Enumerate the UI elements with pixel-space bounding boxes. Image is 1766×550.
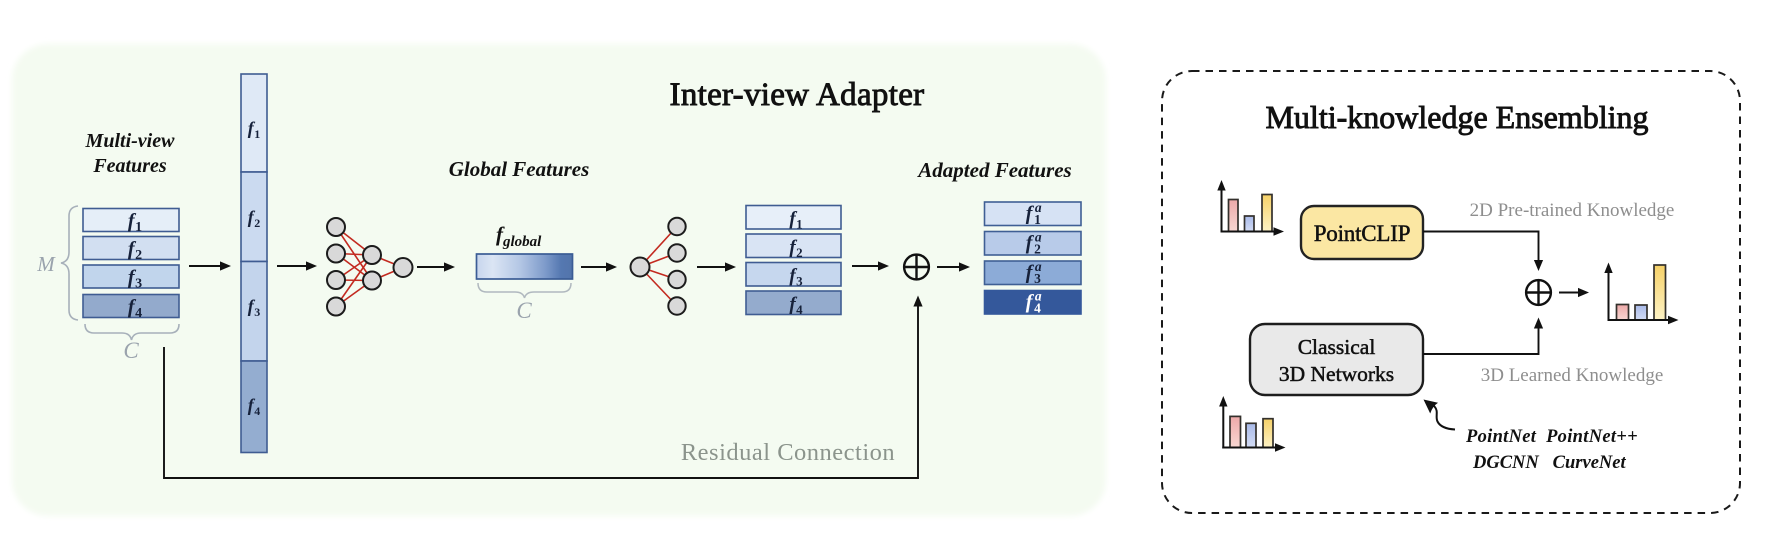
svg-text:M: M (36, 252, 56, 276)
svg-text:Residual Connection: Residual Connection (681, 439, 895, 466)
svg-text:Inter-view Adapter: Inter-view Adapter (670, 77, 925, 113)
svg-text:3D Networks: 3D Networks (1279, 362, 1394, 386)
svg-text:C: C (123, 338, 139, 363)
svg-text:Adapted Features: Adapted Features (916, 158, 1071, 182)
svg-text:Multi-view: Multi-view (85, 130, 176, 152)
svg-text:fa2.: fa2. (1026, 230, 1045, 257)
svg-text:3D Learned Knowledge: 3D Learned Knowledge (1481, 365, 1664, 386)
svg-text:2D Pre-trained Knowledge: 2D Pre-trained Knowledge (1470, 200, 1675, 221)
svg-text:fa3.: fa3. (1026, 259, 1045, 286)
svg-text:Multi-knowledge Ensembling: Multi-knowledge Ensembling (1265, 99, 1648, 135)
svg-text:fa4.: fa4. (1026, 289, 1045, 316)
svg-text:Global Features: Global Features (449, 157, 590, 181)
svg-text:PointCLIP: PointCLIP (1314, 221, 1411, 246)
svg-text:fa1.: fa1. (1026, 200, 1045, 227)
svg-text:PointNet PointNet++: PointNet PointNet++ (1465, 427, 1638, 447)
svg-text:Classical: Classical (1298, 335, 1376, 359)
svg-text:DGCNN CurveNet: DGCNN CurveNet (1472, 453, 1626, 473)
svg-text:Features: Features (92, 155, 167, 177)
svg-text:C: C (516, 298, 532, 323)
